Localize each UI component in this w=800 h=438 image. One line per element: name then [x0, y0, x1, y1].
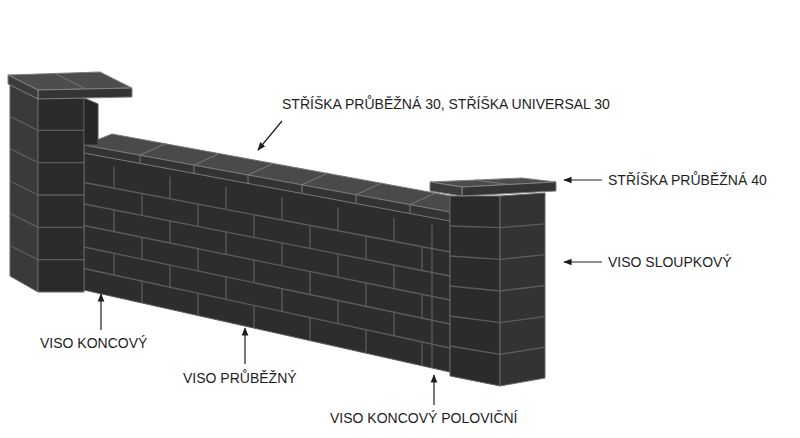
brick-joint: [38, 259, 84, 260]
brick-joint: [393, 265, 394, 289]
part-label: VISO SLOUPKOVÝ: [608, 253, 732, 271]
brick-joint: [421, 294, 422, 318]
leader-arrow: [100, 294, 101, 330]
cap-joint: [248, 163, 274, 183]
brick-joint: [309, 225, 310, 248]
brick-joint: [197, 293, 198, 315]
brick-joint: [10, 149, 38, 163]
brick-joint: [113, 210, 114, 232]
part-label: VISO PRŮBĚŽNÝ: [183, 369, 297, 387]
left-pillar: [8, 72, 132, 292]
brick-joints: [450, 224, 545, 355]
brick-joint: [281, 243, 282, 266]
brick-joint: [38, 194, 84, 195]
pillar-side: [500, 193, 545, 386]
pillar-side: [10, 84, 38, 292]
brick-joint: [365, 283, 366, 306]
brick-joint: [450, 316, 500, 323]
brick-joint: [38, 162, 84, 163]
brick-joint: [225, 232, 226, 254]
brick-joint: [225, 277, 226, 299]
brick-joint: [253, 305, 254, 328]
brick-joints: [10, 116, 84, 259]
brick-joint: [431, 225, 432, 368]
leader-arrow: [564, 261, 602, 262]
wall-cap-top: [84, 134, 462, 212]
part-label: VISO KONCOVÝ: [40, 334, 147, 352]
cap-joint: [55, 74, 86, 90]
cap-joint: [140, 143, 166, 163]
brick-joint: [337, 207, 338, 230]
brick-joint: [365, 330, 366, 353]
brick-joint: [84, 226, 450, 301]
part-label: VISO KONCOVÝ POLOVIČNÍ: [330, 409, 518, 427]
cap-joint: [476, 180, 509, 185]
brick-joint: [141, 281, 142, 303]
pillar-cap-side: [8, 75, 38, 99]
brick-joint: [450, 286, 500, 291]
pillar-cap-front: [38, 88, 132, 99]
brick-joint: [500, 286, 545, 292]
brick-joint: [309, 272, 310, 295]
brick-joint: [281, 289, 282, 312]
brick-joint: [393, 218, 394, 242]
brick-joint: [365, 236, 366, 259]
brick-joint: [253, 260, 254, 283]
brick-joint: [281, 197, 282, 220]
brick-joint: [10, 181, 38, 195]
brick-joint: [337, 300, 338, 323]
brick-joint: [141, 237, 142, 259]
brick-joint: [169, 177, 170, 199]
leader-arrow: [564, 179, 602, 180]
leader-arrow: [244, 328, 245, 364]
brick-joint: [421, 247, 422, 271]
brick-joint: [38, 130, 84, 131]
pillar-front: [450, 196, 500, 386]
brick-joint: [197, 249, 198, 271]
part-label: STŘÍŠKA PRŮBĚŽNÁ 40: [608, 171, 767, 189]
brick-joint: [169, 265, 170, 287]
leader-arrow: [433, 375, 434, 405]
wall-cap-front: [84, 145, 450, 221]
cap-joint: [410, 193, 436, 213]
brick-joint: [197, 204, 198, 226]
brick-joint: [10, 116, 38, 130]
brick-joint: [84, 247, 450, 324]
brick-joint: [38, 227, 84, 228]
brick-joint: [500, 255, 545, 260]
brick-joint: [450, 256, 500, 259]
brick-joint: [337, 254, 338, 277]
right-pillar: [430, 178, 556, 386]
brick-joint: [500, 316, 545, 322]
cap-joints: [140, 143, 436, 212]
pillar-cap-side: [430, 182, 462, 196]
brick-joint: [113, 166, 114, 188]
brick-joint: [169, 221, 170, 243]
brick-joint: [113, 253, 114, 275]
brick-joint: [450, 346, 500, 354]
brick-joint: [450, 226, 500, 228]
brick-joint: [10, 246, 38, 260]
brick-joint: [84, 204, 450, 276]
pillar-edge: [84, 98, 98, 145]
brick-joint: [421, 342, 422, 366]
brick-joint: [393, 312, 394, 336]
brick-joint: [141, 194, 142, 216]
leader-arrow: [258, 121, 282, 150]
cap-joint: [356, 183, 382, 203]
brick-joint: [500, 347, 545, 354]
pillar-front: [38, 98, 84, 292]
brick-joint: [10, 213, 38, 227]
brick-joint: [500, 224, 545, 228]
part-label: STŘÍŠKA PRŮBĚŽNÁ 30, STŘÍŠKA UNIVERSAL 3…: [282, 95, 610, 113]
brick-joint: [225, 187, 226, 209]
brick-joint: [253, 215, 254, 238]
cap-joint: [194, 153, 220, 173]
cap-joint: [302, 173, 328, 193]
brick-joint: [309, 318, 310, 341]
